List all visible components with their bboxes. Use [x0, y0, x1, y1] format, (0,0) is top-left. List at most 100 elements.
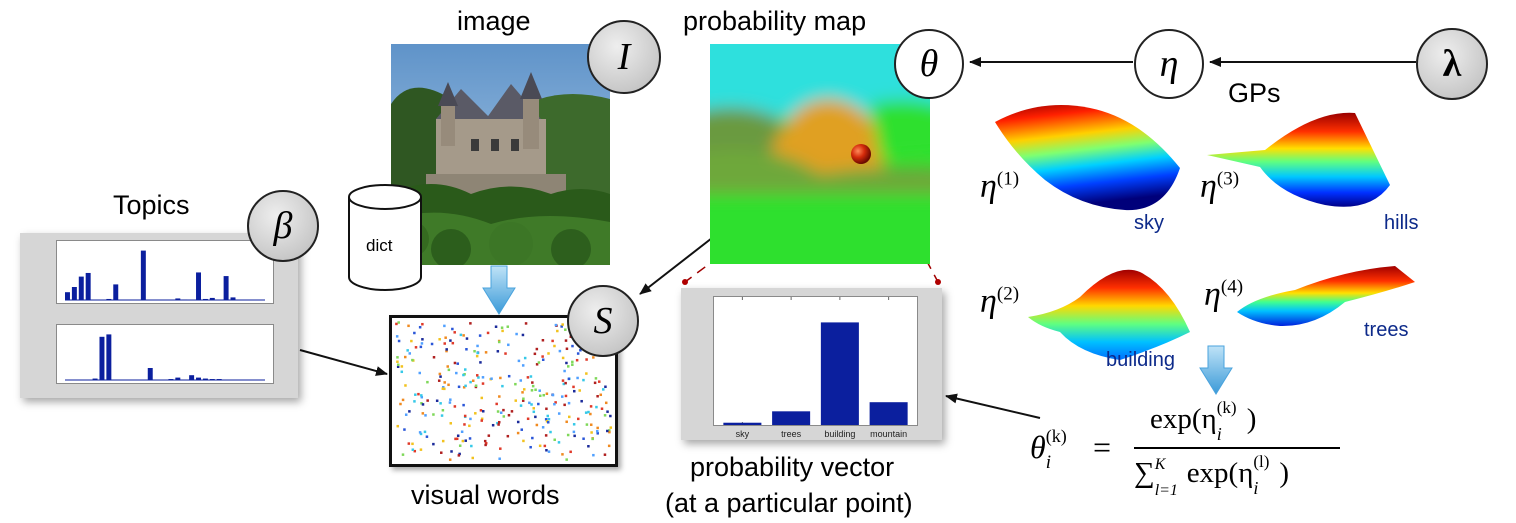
- visual-word-dot: [603, 414, 607, 417]
- probability-vector-label: probability vector: [690, 452, 895, 482]
- visual-word-dot: [462, 373, 465, 377]
- visual-word-dot: [589, 423, 593, 426]
- visual-word-dot: [607, 444, 611, 448]
- topic-bar: [182, 299, 188, 300]
- dashed-end-left: [682, 279, 688, 285]
- visual-word-dot: [419, 448, 423, 451]
- topic-bar: [209, 297, 215, 300]
- visual-word-dot: [541, 426, 545, 429]
- visual-word-dot: [501, 329, 504, 333]
- visual-word-dot: [541, 358, 545, 361]
- topic-bar: [140, 250, 146, 300]
- visual-word-dot: [456, 362, 460, 365]
- visual-word-dot: [516, 420, 520, 424]
- visual-word-dot: [465, 337, 469, 340]
- visual-word-dot: [500, 326, 504, 329]
- visual-word-dot: [532, 407, 535, 410]
- visual-word-dot: [544, 418, 548, 421]
- visual-word-dot: [446, 365, 449, 368]
- visual-word-dot: [484, 442, 488, 445]
- visual-word-dot: [534, 415, 537, 419]
- visual-word-dot: [599, 393, 603, 397]
- visual-word-dot: [495, 402, 498, 406]
- visual-word-dot: [403, 428, 406, 431]
- visual-word-dot: [596, 394, 599, 398]
- visual-word-dot: [443, 381, 446, 384]
- visual-word-dot: [459, 333, 463, 337]
- visual-word-dot: [480, 417, 484, 421]
- topic-bar: [175, 377, 181, 380]
- probability-map-label: probability map: [683, 6, 867, 36]
- image-label: image: [457, 6, 531, 36]
- visual-word-dot: [438, 372, 442, 376]
- arrow-map-to-s: [639, 237, 713, 295]
- visual-word-dot: [506, 434, 510, 438]
- visual-word-dot: [535, 363, 539, 366]
- visual-word-dot: [421, 338, 424, 341]
- visual-word-dot: [455, 371, 458, 375]
- visual-word-dot: [579, 348, 582, 352]
- visual-word-dot: [443, 387, 446, 391]
- visual-word-dot: [414, 346, 418, 349]
- visual-word-dot: [404, 355, 407, 359]
- visual-word-dot: [538, 389, 541, 392]
- visual-word-dot: [577, 417, 580, 421]
- visual-word-dot: [407, 442, 411, 445]
- visual-word-dot: [565, 361, 568, 365]
- topic-bar: [189, 375, 195, 380]
- visual-word-dot: [476, 344, 479, 348]
- topic-bar: [209, 379, 215, 380]
- visual-word-dot: [591, 437, 594, 441]
- visual-word-dot: [530, 389, 534, 392]
- visual-word-dot: [408, 352, 412, 355]
- visual-word-dot: [475, 374, 479, 377]
- visual-word-dot: [497, 423, 500, 426]
- visual-word-dot: [424, 414, 427, 417]
- visual-word-dot: [464, 384, 467, 388]
- visual-word-dot: [419, 345, 423, 349]
- visual-word-dot: [587, 445, 590, 448]
- visual-word-dot: [535, 347, 539, 351]
- visual-word-dot: [449, 339, 452, 342]
- visual-word-dot: [497, 420, 501, 424]
- visual-word-dot: [514, 382, 517, 386]
- topic-bar: [106, 334, 112, 380]
- visual-word-dot: [420, 402, 423, 405]
- visual-word-dot: [453, 331, 456, 334]
- surface-name-sky: sky: [1134, 212, 1164, 234]
- visual-word-dot: [573, 389, 576, 393]
- visual-word-dot: [571, 360, 574, 364]
- visual-word-dot: [543, 444, 547, 448]
- tick-label-trees: trees: [781, 429, 802, 439]
- visual-word-dot: [600, 407, 604, 410]
- visual-word-dot: [399, 402, 402, 406]
- node-i: I: [587, 20, 661, 94]
- arrow-topics-to-words: [299, 349, 388, 376]
- visual-word-dot: [460, 430, 464, 433]
- visual-word-dot: [449, 398, 452, 401]
- surface-name-building: building: [1106, 349, 1175, 371]
- visual-word-dot: [491, 423, 495, 427]
- visual-word-dot: [576, 376, 579, 380]
- visual-word-dot: [478, 334, 482, 337]
- visual-word-dot: [421, 412, 425, 415]
- visual-word-dot: [558, 349, 562, 353]
- visual-word-dot: [458, 452, 461, 456]
- visual-word-dot: [603, 453, 607, 456]
- surface-hills: [1207, 112, 1390, 207]
- bar-mountain: [869, 402, 908, 425]
- visual-word-dot: [608, 430, 611, 434]
- visual-word-dot: [569, 450, 572, 454]
- visual-word-dot: [606, 410, 609, 413]
- topic-bar: [106, 298, 112, 300]
- dashed-end-right: [935, 279, 941, 285]
- topics-label: Topics: [113, 190, 190, 220]
- visual-word-dot: [551, 339, 554, 343]
- visual-word-dot: [582, 378, 585, 382]
- visual-word-dot: [564, 328, 567, 331]
- visual-word-dot: [557, 441, 561, 444]
- visual-word-dot: [545, 392, 549, 396]
- visual-word-dot: [529, 445, 532, 449]
- visual-word-dot: [521, 391, 524, 394]
- visual-word-dot: [592, 356, 595, 359]
